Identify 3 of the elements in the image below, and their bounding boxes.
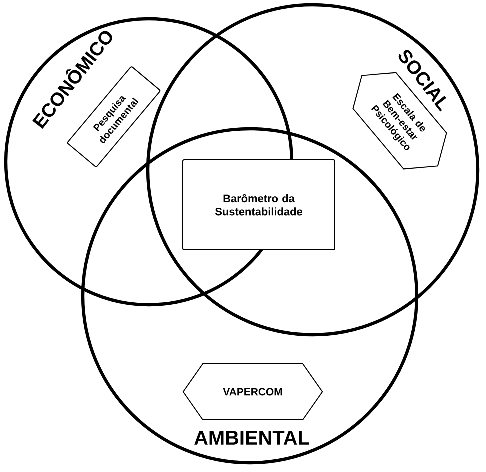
category-label: AMBIENTAL — [194, 431, 310, 445]
method-hexagon: VAPERCOM — [182, 364, 324, 420]
method-box: Barômetro da Sustentabilidade — [182, 160, 336, 250]
